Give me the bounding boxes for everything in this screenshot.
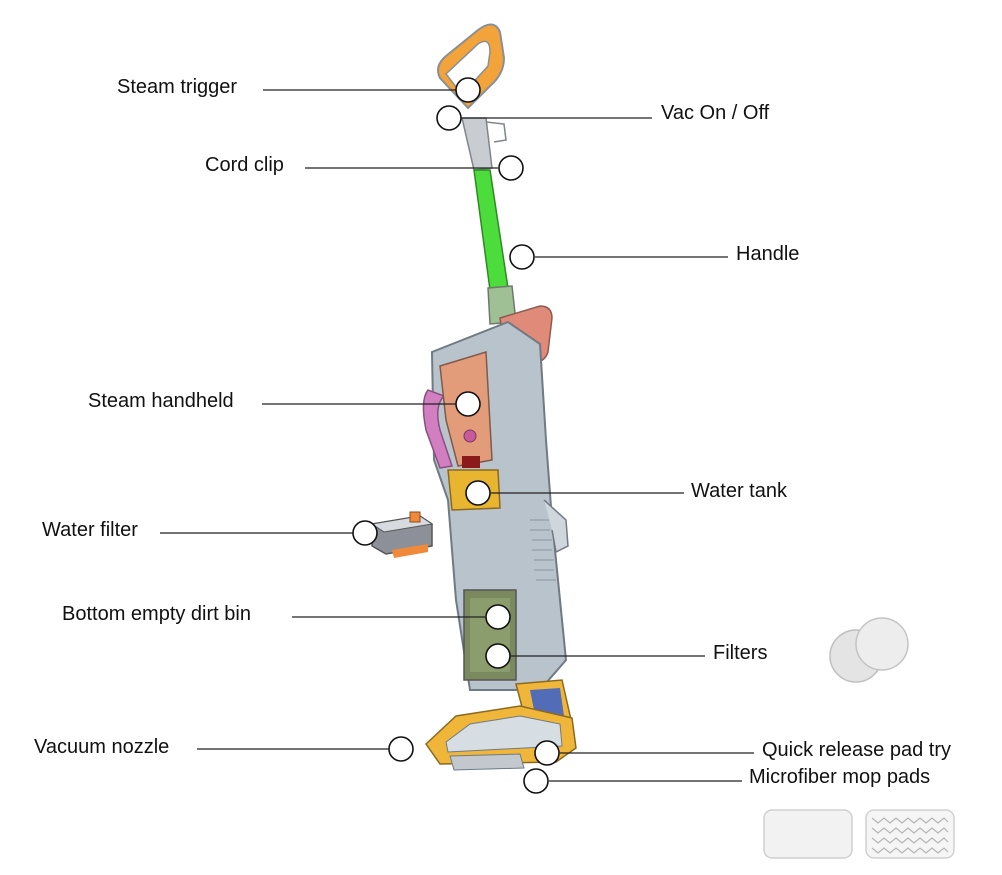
label-steam-handheld: Steam handheld <box>88 390 234 412</box>
label-cord-clip: Cord clip <box>205 154 284 176</box>
steam-handheld-loop <box>422 389 453 469</box>
label-handle: Handle <box>736 243 800 265</box>
marker-filters <box>485 643 511 669</box>
marker-handle <box>509 244 535 270</box>
leader-lines <box>160 89 754 782</box>
water-filter-illustration <box>370 511 434 558</box>
label-water-filter: Water filter <box>42 519 138 541</box>
marker-water-filter <box>352 520 378 546</box>
marker-mop-pads <box>523 768 549 794</box>
marker-dirt-bin <box>485 604 511 630</box>
label-vacuum-nozzle: Vacuum nozzle <box>34 736 170 758</box>
handle-tube <box>473 169 509 291</box>
marker-water-tank <box>465 480 491 506</box>
round-filters-illustration <box>829 617 909 683</box>
label-mop-pads: Microfiber mop pads <box>749 766 931 788</box>
label-water-tank: Water tank <box>691 480 787 502</box>
label-filters: Filters <box>713 642 768 664</box>
marker-steam-trigger <box>455 77 481 103</box>
grip-neck <box>461 117 493 171</box>
marker-cord-clip <box>498 155 524 181</box>
marker-steam-handheld <box>455 391 481 417</box>
label-quick-release: Quick release pad try <box>762 739 951 761</box>
mop-pads-illustration <box>763 809 955 859</box>
label-vac-on-off: Vac On / Off <box>661 102 770 124</box>
label-dirt-bin: Bottom empty dirt bin <box>62 603 251 625</box>
marker-vac <box>436 105 462 131</box>
marker-vacuum-nozzle <box>388 736 414 762</box>
label-steam-trigger: Steam trigger <box>117 76 238 98</box>
callout-markers <box>352 77 560 794</box>
marker-quick-release <box>534 740 560 766</box>
